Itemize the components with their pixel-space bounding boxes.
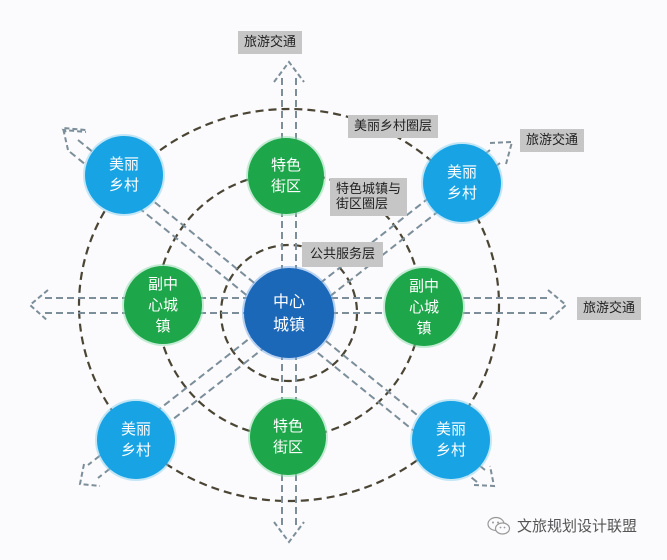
arrow-up-icon — [273, 60, 305, 83]
node-street-top: 特色 街区 — [248, 138, 324, 214]
label-tourism-top-right: 旅游交通 — [520, 129, 585, 152]
node-center-town: 中心 城镇 — [244, 268, 334, 358]
label-ring-rural: 美丽乡村圈层 — [348, 115, 439, 138]
arrow-downright-head-icon — [473, 465, 496, 488]
arrow-downleft-head-icon — [78, 463, 101, 487]
arrow-down-icon — [273, 521, 305, 544]
label-tourism-top: 旅游交通 — [238, 31, 303, 54]
ring-outer-rural — [77, 107, 501, 503]
node-rural-top-right: 美丽 乡村 — [423, 144, 501, 222]
watermark: 文旅规划设计联盟 — [487, 515, 637, 536]
node-street-bottom: 特色 街区 — [250, 399, 326, 475]
node-sub-center-right: 副中 心城 镇 — [385, 268, 463, 346]
watermark-text: 文旅规划设计联盟 — [517, 517, 638, 535]
node-rural-bottom-left: 美丽 乡村 — [97, 401, 175, 479]
node-rural-top-left: 美丽 乡村 — [85, 136, 163, 214]
node-sub-center-left: 副中 心城 镇 — [124, 266, 202, 344]
label-ring-public: 公共服务层 — [302, 242, 384, 267]
label-ring-town-street: 特色城镇与 街区圈层 — [330, 178, 408, 216]
wechat-icon — [487, 516, 511, 535]
node-rural-bottom-right: 美丽 乡村 — [412, 401, 490, 479]
arrow-right-icon — [547, 289, 568, 322]
arrow-heads — [28, 60, 568, 544]
arrow-left-icon — [28, 289, 49, 322]
label-tourism-right: 旅游交通 — [577, 297, 642, 320]
